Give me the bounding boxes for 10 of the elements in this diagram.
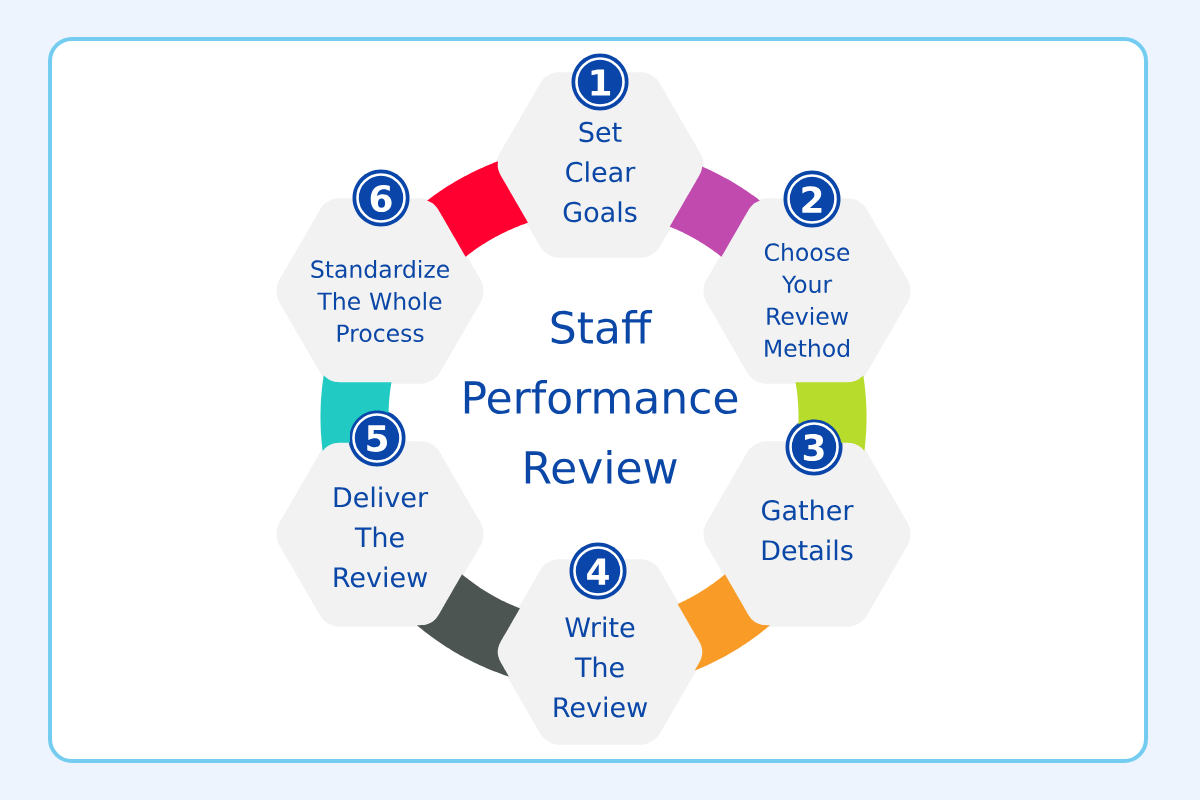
- ring-segment: [795, 375, 867, 452]
- ring-segment: [669, 166, 760, 257]
- number-badge: 4: [569, 542, 627, 600]
- ring-segment: [320, 375, 392, 452]
- ring-segment: [677, 574, 771, 671]
- ring-segment: [416, 574, 520, 677]
- number-badge: 2: [783, 170, 841, 228]
- number-badge: 1: [571, 53, 629, 111]
- number-badge: 6: [352, 169, 410, 227]
- ring-segment: [427, 161, 528, 257]
